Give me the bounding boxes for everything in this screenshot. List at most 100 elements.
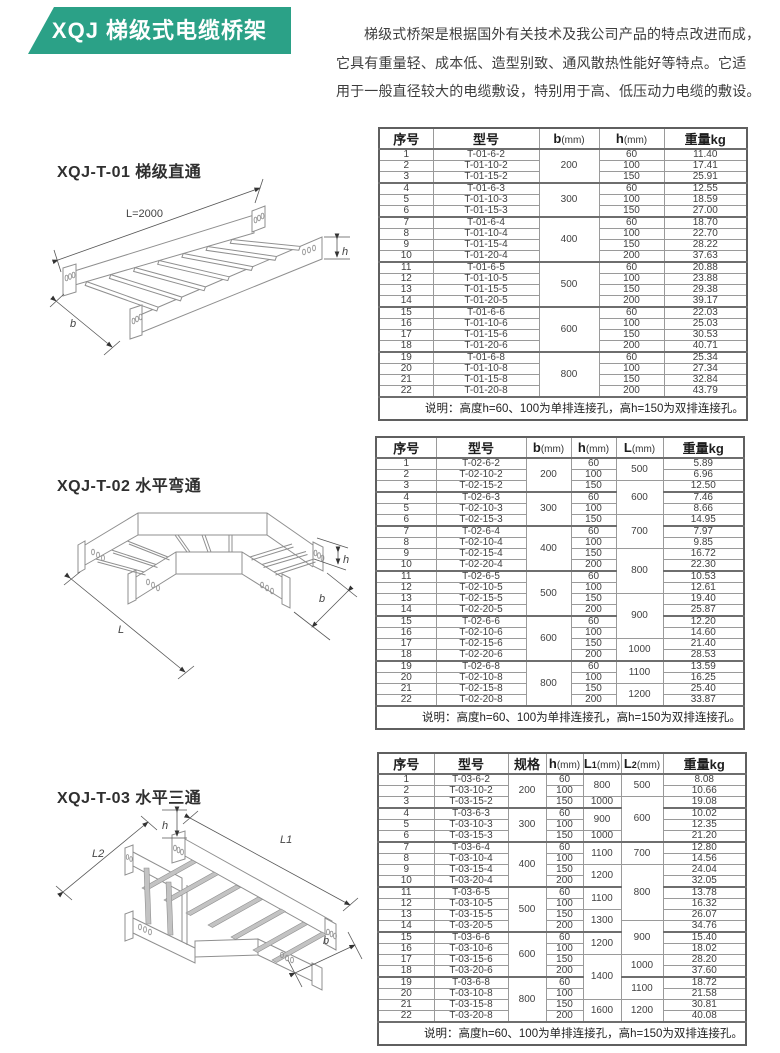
table-cell: 7 bbox=[377, 841, 435, 854]
table-cell: 15 bbox=[375, 615, 437, 628]
table-cell: 60 bbox=[598, 216, 665, 229]
table-cell: 15 bbox=[378, 306, 434, 319]
table-cell: 8.08 bbox=[662, 773, 747, 786]
table-cell: 150 bbox=[598, 284, 665, 296]
table-cell: T-02-10-6 bbox=[435, 627, 527, 639]
table-cell: T-03-6-8 bbox=[433, 976, 509, 989]
dim-label-width: b bbox=[319, 593, 325, 605]
table-cell: T-01-6-4 bbox=[432, 216, 540, 229]
column-header: L1(mm) bbox=[582, 752, 622, 775]
table-cell: T-02-15-8 bbox=[435, 683, 527, 695]
table-cell: 28.53 bbox=[662, 649, 745, 662]
table-cell: 800 bbox=[538, 351, 600, 398]
column-header: 型号 bbox=[435, 436, 527, 459]
table-cell: 600 bbox=[615, 480, 664, 515]
table-cell: 100 bbox=[570, 537, 617, 549]
table-cell: 6 bbox=[375, 514, 437, 527]
dimension-lines bbox=[55, 806, 363, 988]
table-cell: 12 bbox=[378, 273, 434, 285]
table-cell: T-03-6-4 bbox=[433, 841, 509, 854]
table-cell: 300 bbox=[507, 807, 547, 843]
dimension-lines bbox=[63, 537, 358, 680]
table-cell: 16.72 bbox=[662, 548, 745, 560]
table-cell: 1000 bbox=[582, 796, 622, 809]
table-cell: 150 bbox=[545, 909, 584, 921]
table-cell: 150 bbox=[545, 954, 584, 966]
table-cell: 13.59 bbox=[662, 660, 745, 673]
column-header: h(mm) bbox=[598, 127, 665, 150]
table-cell: 14 bbox=[378, 295, 434, 308]
table-cell: T-03-10-4 bbox=[433, 853, 509, 865]
table-cell: 1000 bbox=[582, 830, 622, 843]
table-cell: 1400 bbox=[582, 954, 622, 1000]
table-cell: 19 bbox=[377, 976, 435, 989]
table-cell: 100 bbox=[570, 582, 617, 594]
table-cell: 150 bbox=[598, 374, 665, 386]
table-cell: T-02-15-4 bbox=[435, 548, 527, 560]
table-cell: 200 bbox=[598, 295, 665, 308]
table-cell: 500 bbox=[507, 886, 547, 933]
table-cell: 20 bbox=[377, 988, 435, 1000]
table-cell: 200 bbox=[545, 875, 584, 888]
table-cell: 11.40 bbox=[663, 148, 748, 161]
table-cell: 150 bbox=[598, 329, 665, 341]
table-cell: 60 bbox=[598, 351, 665, 364]
table-cell: T-02-10-2 bbox=[435, 469, 527, 481]
table-cell: 25.34 bbox=[663, 351, 748, 364]
table-cell: 16.25 bbox=[662, 672, 745, 684]
table-cell: 40.71 bbox=[663, 340, 748, 353]
table-cell: T-02-10-8 bbox=[435, 672, 527, 684]
table-cell: 1200 bbox=[620, 999, 664, 1023]
table-cell: 5 bbox=[375, 503, 437, 515]
table-cell: 25.91 bbox=[663, 171, 748, 184]
table-cell: 400 bbox=[538, 216, 600, 263]
table-cell: 18 bbox=[375, 649, 437, 662]
table-cell: 12.35 bbox=[662, 819, 747, 831]
table-cell: T-01-10-4 bbox=[432, 228, 540, 240]
table-cell: T-01-10-8 bbox=[432, 363, 540, 375]
table-cell: 1600 bbox=[582, 999, 622, 1023]
table-cell: 150 bbox=[570, 638, 617, 650]
table-note: 说明：高度h=60、100为单排连接孔，高h=150为双排连接孔。 bbox=[378, 396, 748, 421]
table-cell: 100 bbox=[598, 160, 665, 172]
table-cell: 3 bbox=[378, 171, 434, 184]
table-cell: T-01-10-5 bbox=[432, 273, 540, 285]
table-cell: 34.76 bbox=[662, 920, 747, 933]
table-cell: 200 bbox=[570, 604, 617, 617]
table-cell: 100 bbox=[570, 672, 617, 684]
table-cell: T-03-15-5 bbox=[433, 909, 509, 921]
dim-label-height: h bbox=[342, 246, 348, 258]
table-cell: 32.84 bbox=[663, 374, 748, 386]
column-header: b(mm) bbox=[538, 127, 600, 150]
dim-label-length: L=2000 bbox=[126, 208, 163, 220]
table-cell: 18 bbox=[377, 965, 435, 978]
table-cell: 20 bbox=[375, 672, 437, 684]
table-cell: 100 bbox=[598, 228, 665, 240]
table-cell: 60 bbox=[545, 886, 584, 899]
table-cell: 22 bbox=[377, 1010, 435, 1023]
column-header: h(mm) bbox=[545, 752, 584, 775]
table-cell: 700 bbox=[620, 841, 664, 865]
column-header: L(mm) bbox=[615, 436, 664, 459]
table-cell: 1200 bbox=[582, 864, 622, 888]
table-cell: T-01-6-8 bbox=[432, 351, 540, 364]
table-cell: T-02-20-5 bbox=[435, 604, 527, 617]
table-cell: 37.60 bbox=[662, 965, 747, 978]
table-cell: 16 bbox=[375, 627, 437, 639]
drawing-ladder-bend: L b h bbox=[63, 512, 358, 680]
column-header: 重量kg bbox=[662, 752, 747, 775]
table-cell: 14.56 bbox=[662, 853, 747, 865]
table-cell: 2 bbox=[375, 469, 437, 481]
table-cell: 150 bbox=[570, 593, 617, 605]
